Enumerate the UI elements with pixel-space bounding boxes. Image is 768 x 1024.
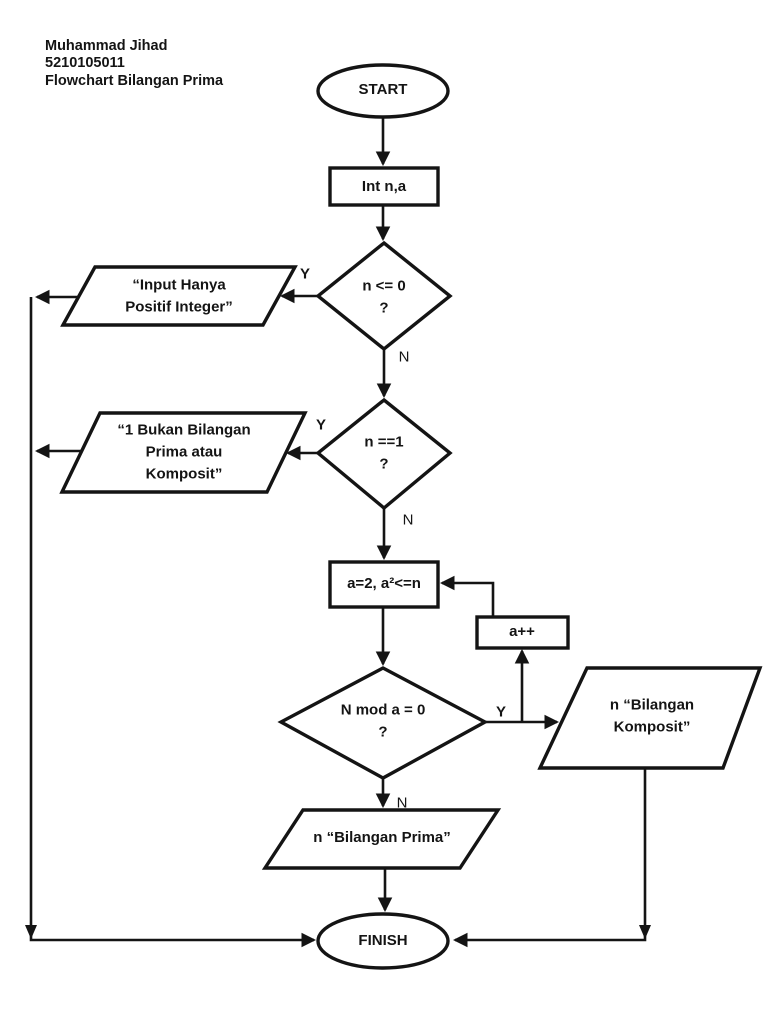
loop-init-box — [328, 560, 440, 609]
edge-komposit-finish — [452, 768, 647, 948]
connectors — [25, 118, 651, 948]
msg-prima-parallelogram — [261, 808, 502, 870]
check-one-diamond — [315, 397, 453, 511]
chart-title: Flowchart Bilangan Prima — [45, 72, 224, 89]
check-positive-diamond — [315, 240, 453, 352]
student-id: 5210105011 — [45, 55, 125, 72]
corner-arrow-left-icon — [25, 925, 37, 939]
check-mod-diamond — [277, 666, 489, 780]
author-name: Muhammad Jihad — [45, 38, 168, 54]
edge-left-finish — [29, 297, 317, 948]
msg-komposit-parallelogram — [537, 666, 763, 770]
increment-box — [475, 615, 570, 650]
page-header: Muhammad Jihad 5210105011 Flowchart Bila… — [45, 38, 223, 90]
corner-arrow-right-icon — [639, 925, 651, 939]
finish-terminator — [316, 912, 450, 970]
start-terminator — [316, 63, 450, 119]
edge-increment-loopinit — [439, 575, 495, 617]
init-process-box — [328, 166, 440, 207]
msg-input-positive-parallelogram — [60, 265, 298, 327]
msg-one-not-prime-parallelogram — [59, 411, 308, 494]
